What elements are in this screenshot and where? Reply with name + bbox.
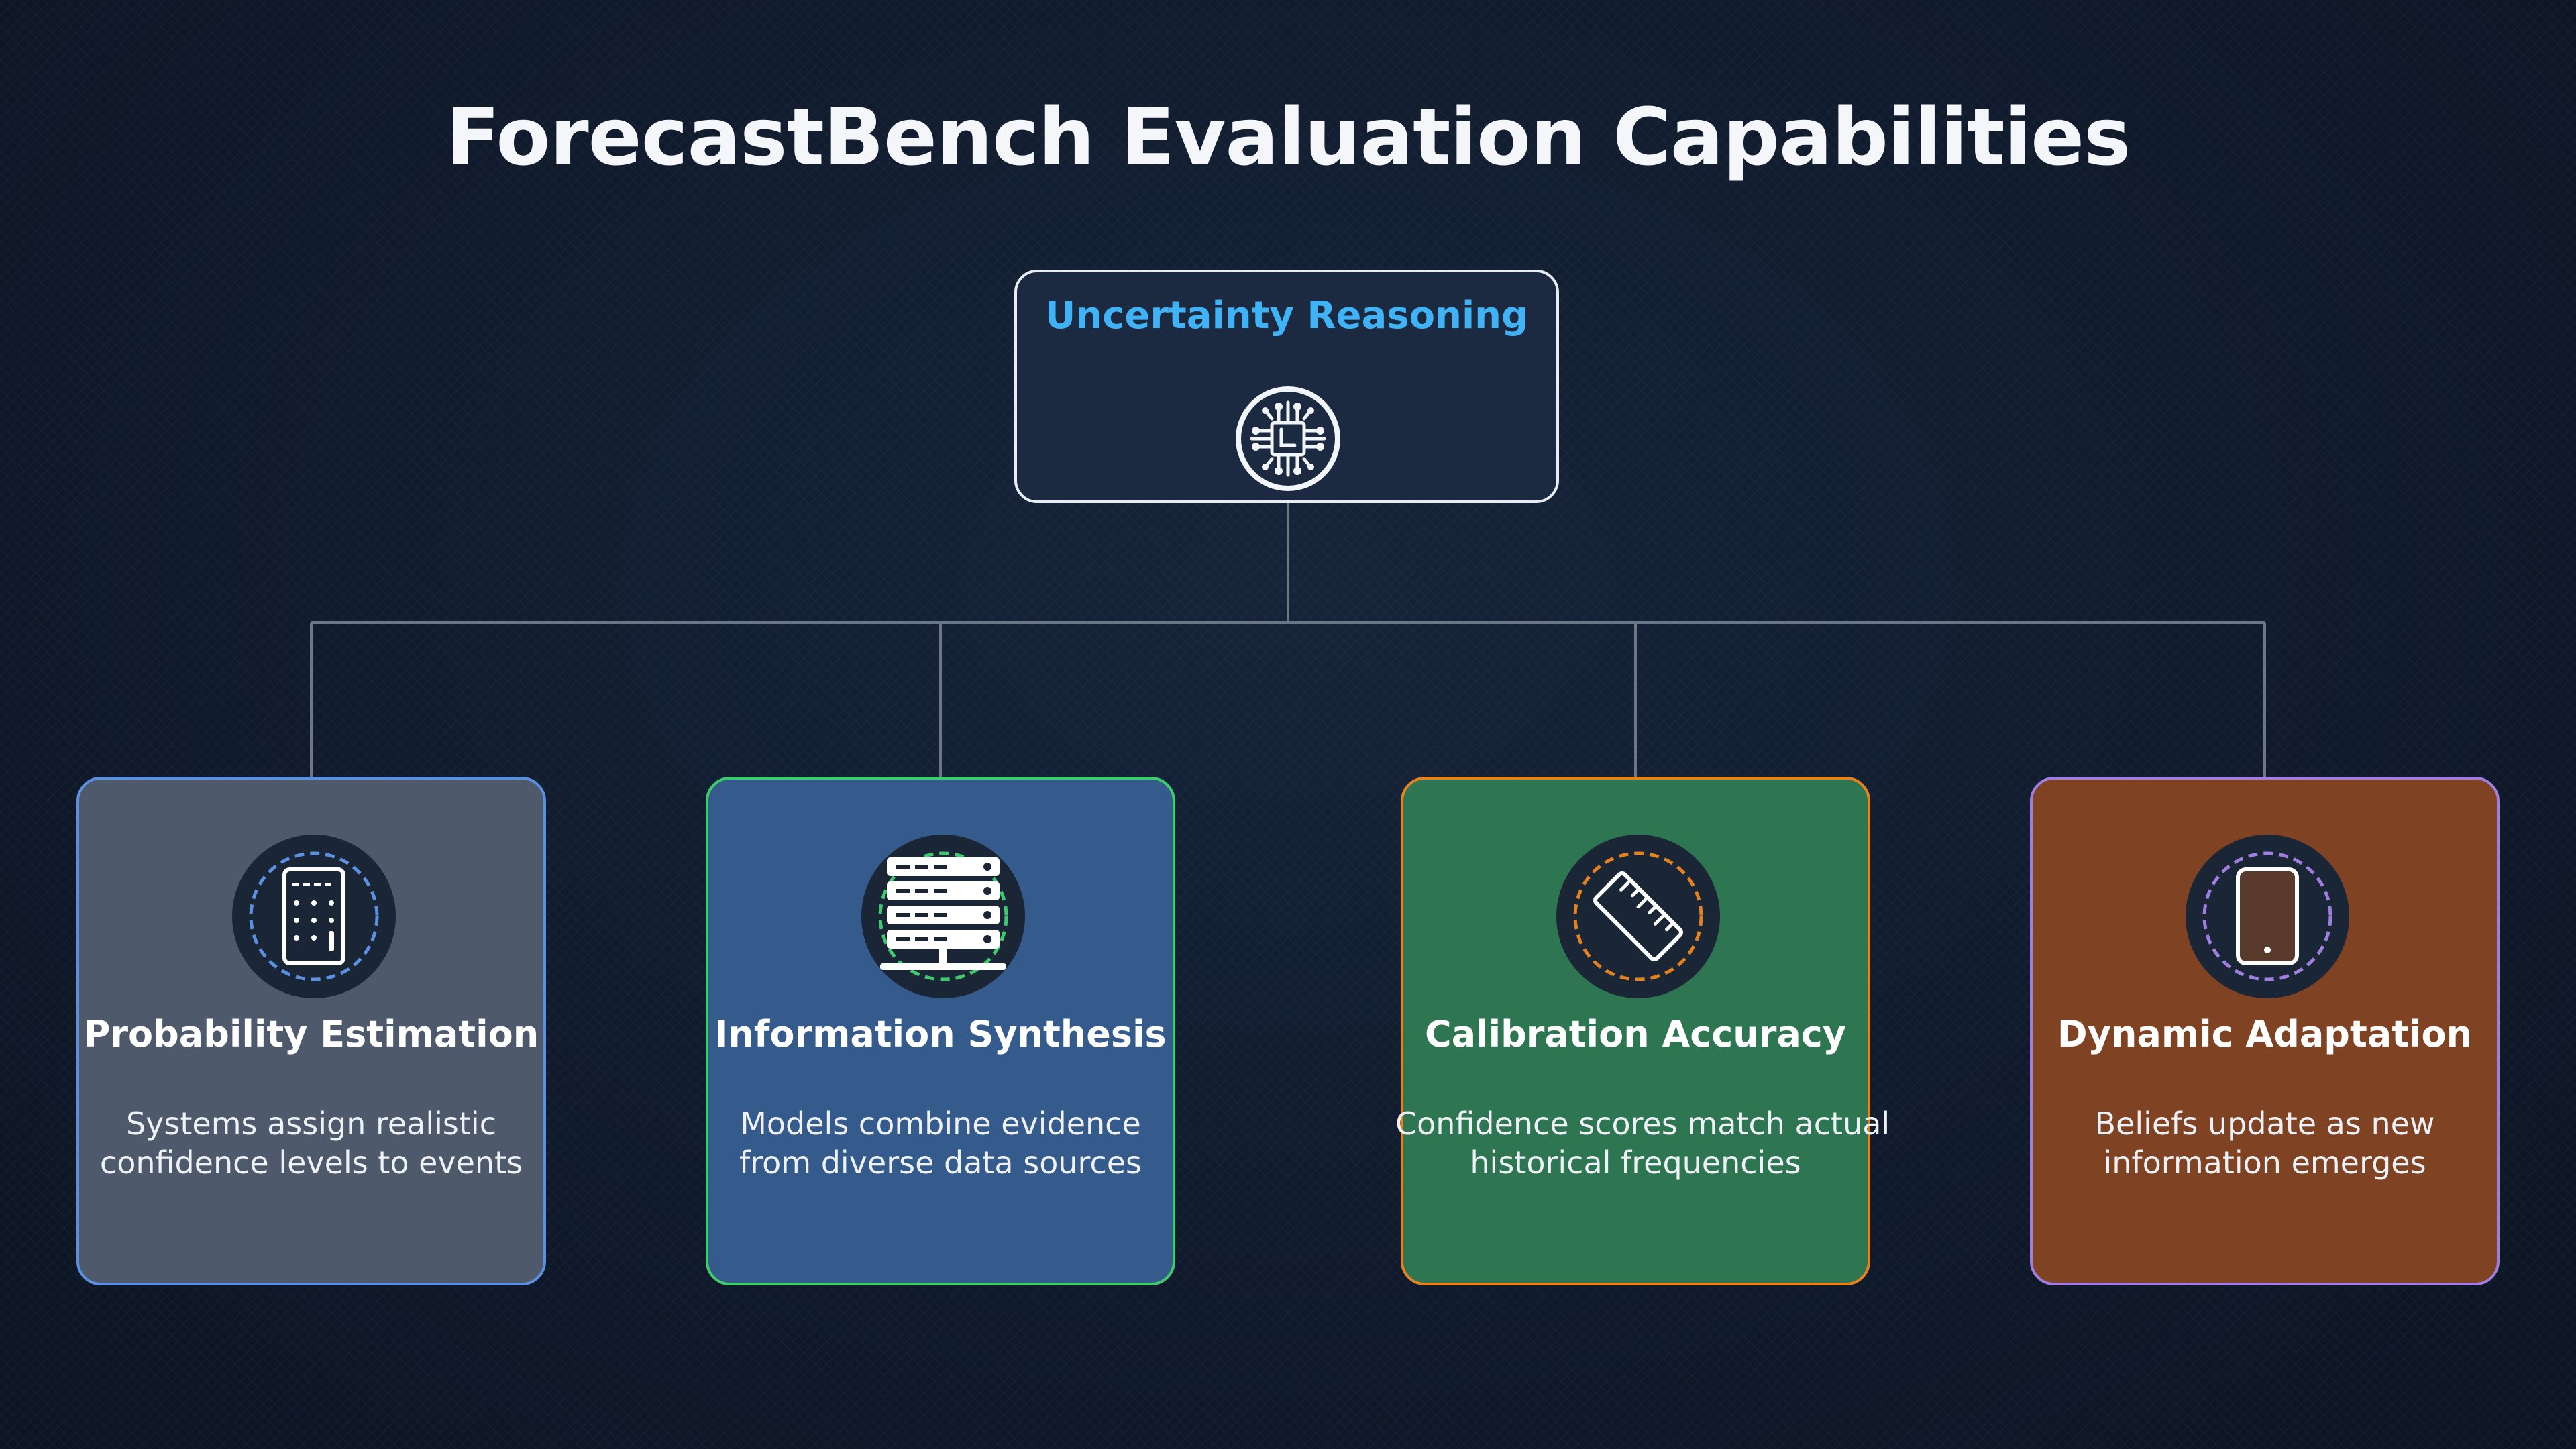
card-description: Confidence scores match actual historica… [1395, 1106, 1890, 1181]
server-stack-icon [861, 835, 1025, 998]
card-title: Probability Estimation [83, 1013, 539, 1055]
calculator-icon [232, 835, 396, 998]
card-title: Calibration Accuracy [1424, 1013, 1846, 1055]
capability-card-dynamic-adaptation: Dynamic Adaptation Beliefs update as new… [2030, 777, 2500, 1285]
card-description: Systems assign realistic confidence leve… [99, 1106, 523, 1181]
capability-card-information-synthesis: Information Synthesis Models combine evi… [706, 777, 1175, 1285]
card-title: Information Synthesis [714, 1013, 1167, 1055]
capability-card-calibration-accuracy: Calibration Accuracy Confidence scores m… [1395, 777, 1890, 1285]
tablet-icon [2186, 835, 2349, 998]
root-node-uncertainty-reasoning: Uncertainty Reasoning [1014, 270, 1559, 503]
page-title: ForecastBench Evaluation Capabilities [445, 91, 2131, 183]
card-description: Models combine evidence from diverse dat… [739, 1106, 1142, 1181]
card-title: Dynamic Adaptation [2057, 1013, 2473, 1055]
card-description: Beliefs update as new information emerge… [2094, 1106, 2435, 1181]
ruler-icon [1556, 835, 1720, 998]
circuit-brain-icon [1236, 386, 1340, 491]
capability-card-probability-estimation: Probability Estimation Systems assign re… [76, 777, 546, 1285]
root-node-label: Uncertainty Reasoning [1044, 294, 1529, 337]
